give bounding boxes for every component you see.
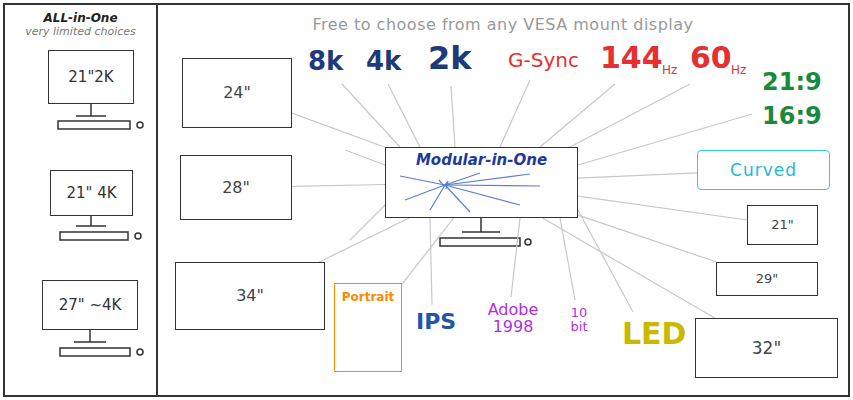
screen-squiggle [439, 180, 448, 189]
leader-line [350, 205, 385, 240]
feature-label: 60 [690, 42, 732, 74]
display-box: 29" [716, 262, 818, 296]
feature-label: 21:9 [762, 70, 822, 95]
feature-label: G-Sync [508, 50, 579, 71]
leader-line [540, 84, 615, 147]
feature-label: Hz [662, 64, 677, 77]
node-label: Free to choose from any VESA mount displ… [312, 15, 693, 34]
screen-ray [400, 176, 445, 185]
monitor-stand [480, 218, 482, 232]
monitor-screen: 27" ~4K [42, 280, 138, 330]
panel: Free to choose from any VESA mount displ… [158, 3, 850, 397]
connector [578, 173, 697, 178]
node-label: 21" [771, 217, 794, 233]
node-label: ALL-in-One [43, 11, 117, 25]
leader-line [578, 210, 633, 312]
connector [402, 218, 454, 284]
monitor-stand [76, 115, 106, 117]
curved-display: Curved [697, 150, 830, 190]
feature-label: 16:9 [762, 104, 822, 129]
node-label: 29" [756, 271, 779, 287]
leader-line [451, 86, 455, 147]
keyboard [58, 121, 130, 129]
leader-line [511, 218, 520, 297]
modular-monitor: Modular-in-One [385, 147, 578, 218]
connector [292, 113, 385, 147]
display-box: 21" [747, 205, 818, 245]
screen-ray [445, 174, 530, 185]
screen-ray [445, 173, 480, 185]
feature-label: 2k [428, 42, 472, 76]
leader-line [500, 80, 530, 147]
feature-label: 10 bit [562, 306, 596, 333]
node-label: Portrait [342, 290, 395, 304]
monitor-stand [76, 225, 106, 227]
feature-label: 8k [308, 48, 343, 75]
mouse [525, 239, 531, 245]
connector [292, 185, 385, 187]
keyboard [440, 238, 520, 246]
screen-ray [445, 185, 470, 212]
monitor-stand [89, 330, 91, 342]
display-box: 28" [180, 155, 292, 220]
connector [319, 218, 409, 262]
portrait-display: Portrait [334, 283, 402, 372]
leader-line [430, 218, 432, 305]
display-box: 32" [695, 318, 838, 378]
node-label: Modular-in-One [416, 151, 547, 169]
monitor-screen: 21"2K [48, 50, 134, 104]
screen-ray [445, 185, 520, 205]
node-label: 21"2K [68, 68, 113, 86]
node-label: 24" [223, 83, 251, 102]
mouse [137, 349, 143, 355]
screen-ray [405, 185, 445, 200]
feature-label: 144 [600, 42, 663, 74]
display-box: 34" [175, 262, 325, 330]
feature-label: 4k [366, 48, 401, 75]
leader-line [342, 84, 400, 147]
display-box: 24" [182, 58, 292, 128]
node-label: 27" ~4K [59, 296, 122, 314]
panel: ALL-in-Onevery limited choices 21"2K 21" 4… [3, 3, 158, 397]
monitor-stand [90, 216, 92, 226]
leader-line [578, 114, 752, 165]
monitor-stand [74, 341, 106, 343]
screen-ray [445, 185, 540, 186]
node-label: Curved [730, 160, 797, 180]
feature-label: Adobe 1998 [480, 302, 546, 336]
mouse [137, 122, 143, 128]
screen-ray [430, 185, 445, 210]
leader-line [560, 218, 575, 300]
keyboard [60, 348, 130, 356]
connector [578, 215, 717, 262]
feature-label: LED [622, 318, 687, 350]
node-label: 28" [222, 178, 250, 197]
node-label: 34" [236, 286, 264, 305]
node-subtitle: very limited choices [25, 25, 136, 38]
mouse [135, 233, 141, 239]
monitor-stand [90, 104, 92, 116]
monitor-screen: 21" 4K [50, 170, 133, 216]
feature-label: IPS [416, 310, 456, 333]
connector [543, 218, 715, 318]
leader-line [388, 84, 420, 147]
monitor-stand [462, 231, 500, 233]
leader-line [345, 150, 385, 165]
node-label: 21" 4K [66, 184, 116, 202]
node-label: 32" [752, 338, 781, 358]
keyboard [60, 232, 128, 240]
feature-label: Hz [731, 64, 746, 77]
connector [578, 196, 747, 220]
